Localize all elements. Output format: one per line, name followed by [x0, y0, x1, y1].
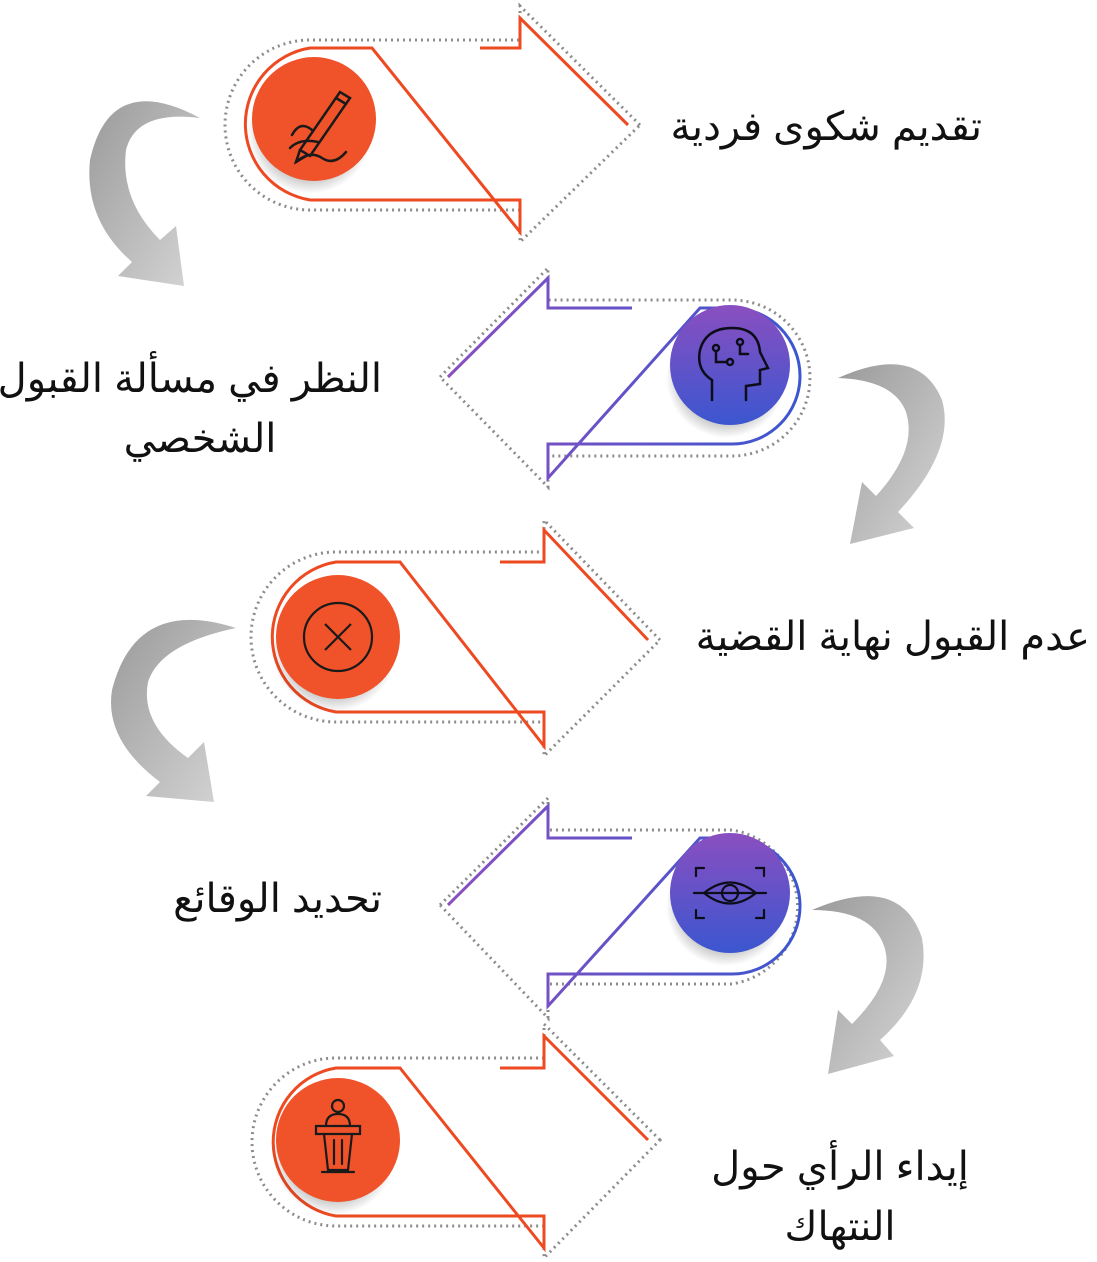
step-1-arrow-dotted-outline — [223, 2, 643, 246]
connector-arrow-4 — [812, 896, 924, 1074]
connector-arrow-2 — [838, 364, 945, 544]
close-circle-icon — [302, 601, 374, 673]
step-5: إيداء الرأي حول النتهاك — [250, 1020, 969, 1262]
step-2-label-line2: الشخصي — [124, 417, 277, 462]
step-1-label: تقديم شكوى فردية — [670, 105, 982, 150]
step-3-label: عدم القبول نهاية القضية — [696, 615, 1090, 660]
connector-arrow-1 — [89, 101, 200, 286]
step-3-arrow-dotted-outline — [249, 516, 663, 760]
ai-head-brain-icon — [698, 326, 770, 402]
step-2-label-line1: النظر في مسألة القبول — [0, 351, 382, 402]
step-4-label: تحديد الوقائع — [173, 877, 382, 922]
step-1: تقديم شكوى فردية — [223, 2, 982, 246]
signature-pen-icon — [288, 90, 352, 165]
podium-speaker-icon — [314, 1098, 362, 1174]
step-1-icon-circle — [252, 57, 376, 181]
step-2-arrow-dotted-outline — [437, 264, 812, 491]
step-5-icon-circle — [276, 1078, 400, 1202]
step-5-label-line2: النتهاك — [784, 1205, 895, 1250]
step-3: عدم القبول نهاية القضية — [249, 516, 1090, 760]
eye-scan-icon — [692, 866, 768, 920]
step-4: تحديد الوقائع — [173, 794, 802, 1022]
step-2: النظر في مسألة القبول الشخصي — [0, 264, 812, 491]
step-1-arrow-outline — [243, 14, 630, 237]
step-4-arrow-dotted-outline — [437, 794, 800, 1022]
connector-arrow-3 — [111, 619, 236, 802]
step-5-label-line1: إيداء الرأي حول — [711, 1140, 969, 1190]
